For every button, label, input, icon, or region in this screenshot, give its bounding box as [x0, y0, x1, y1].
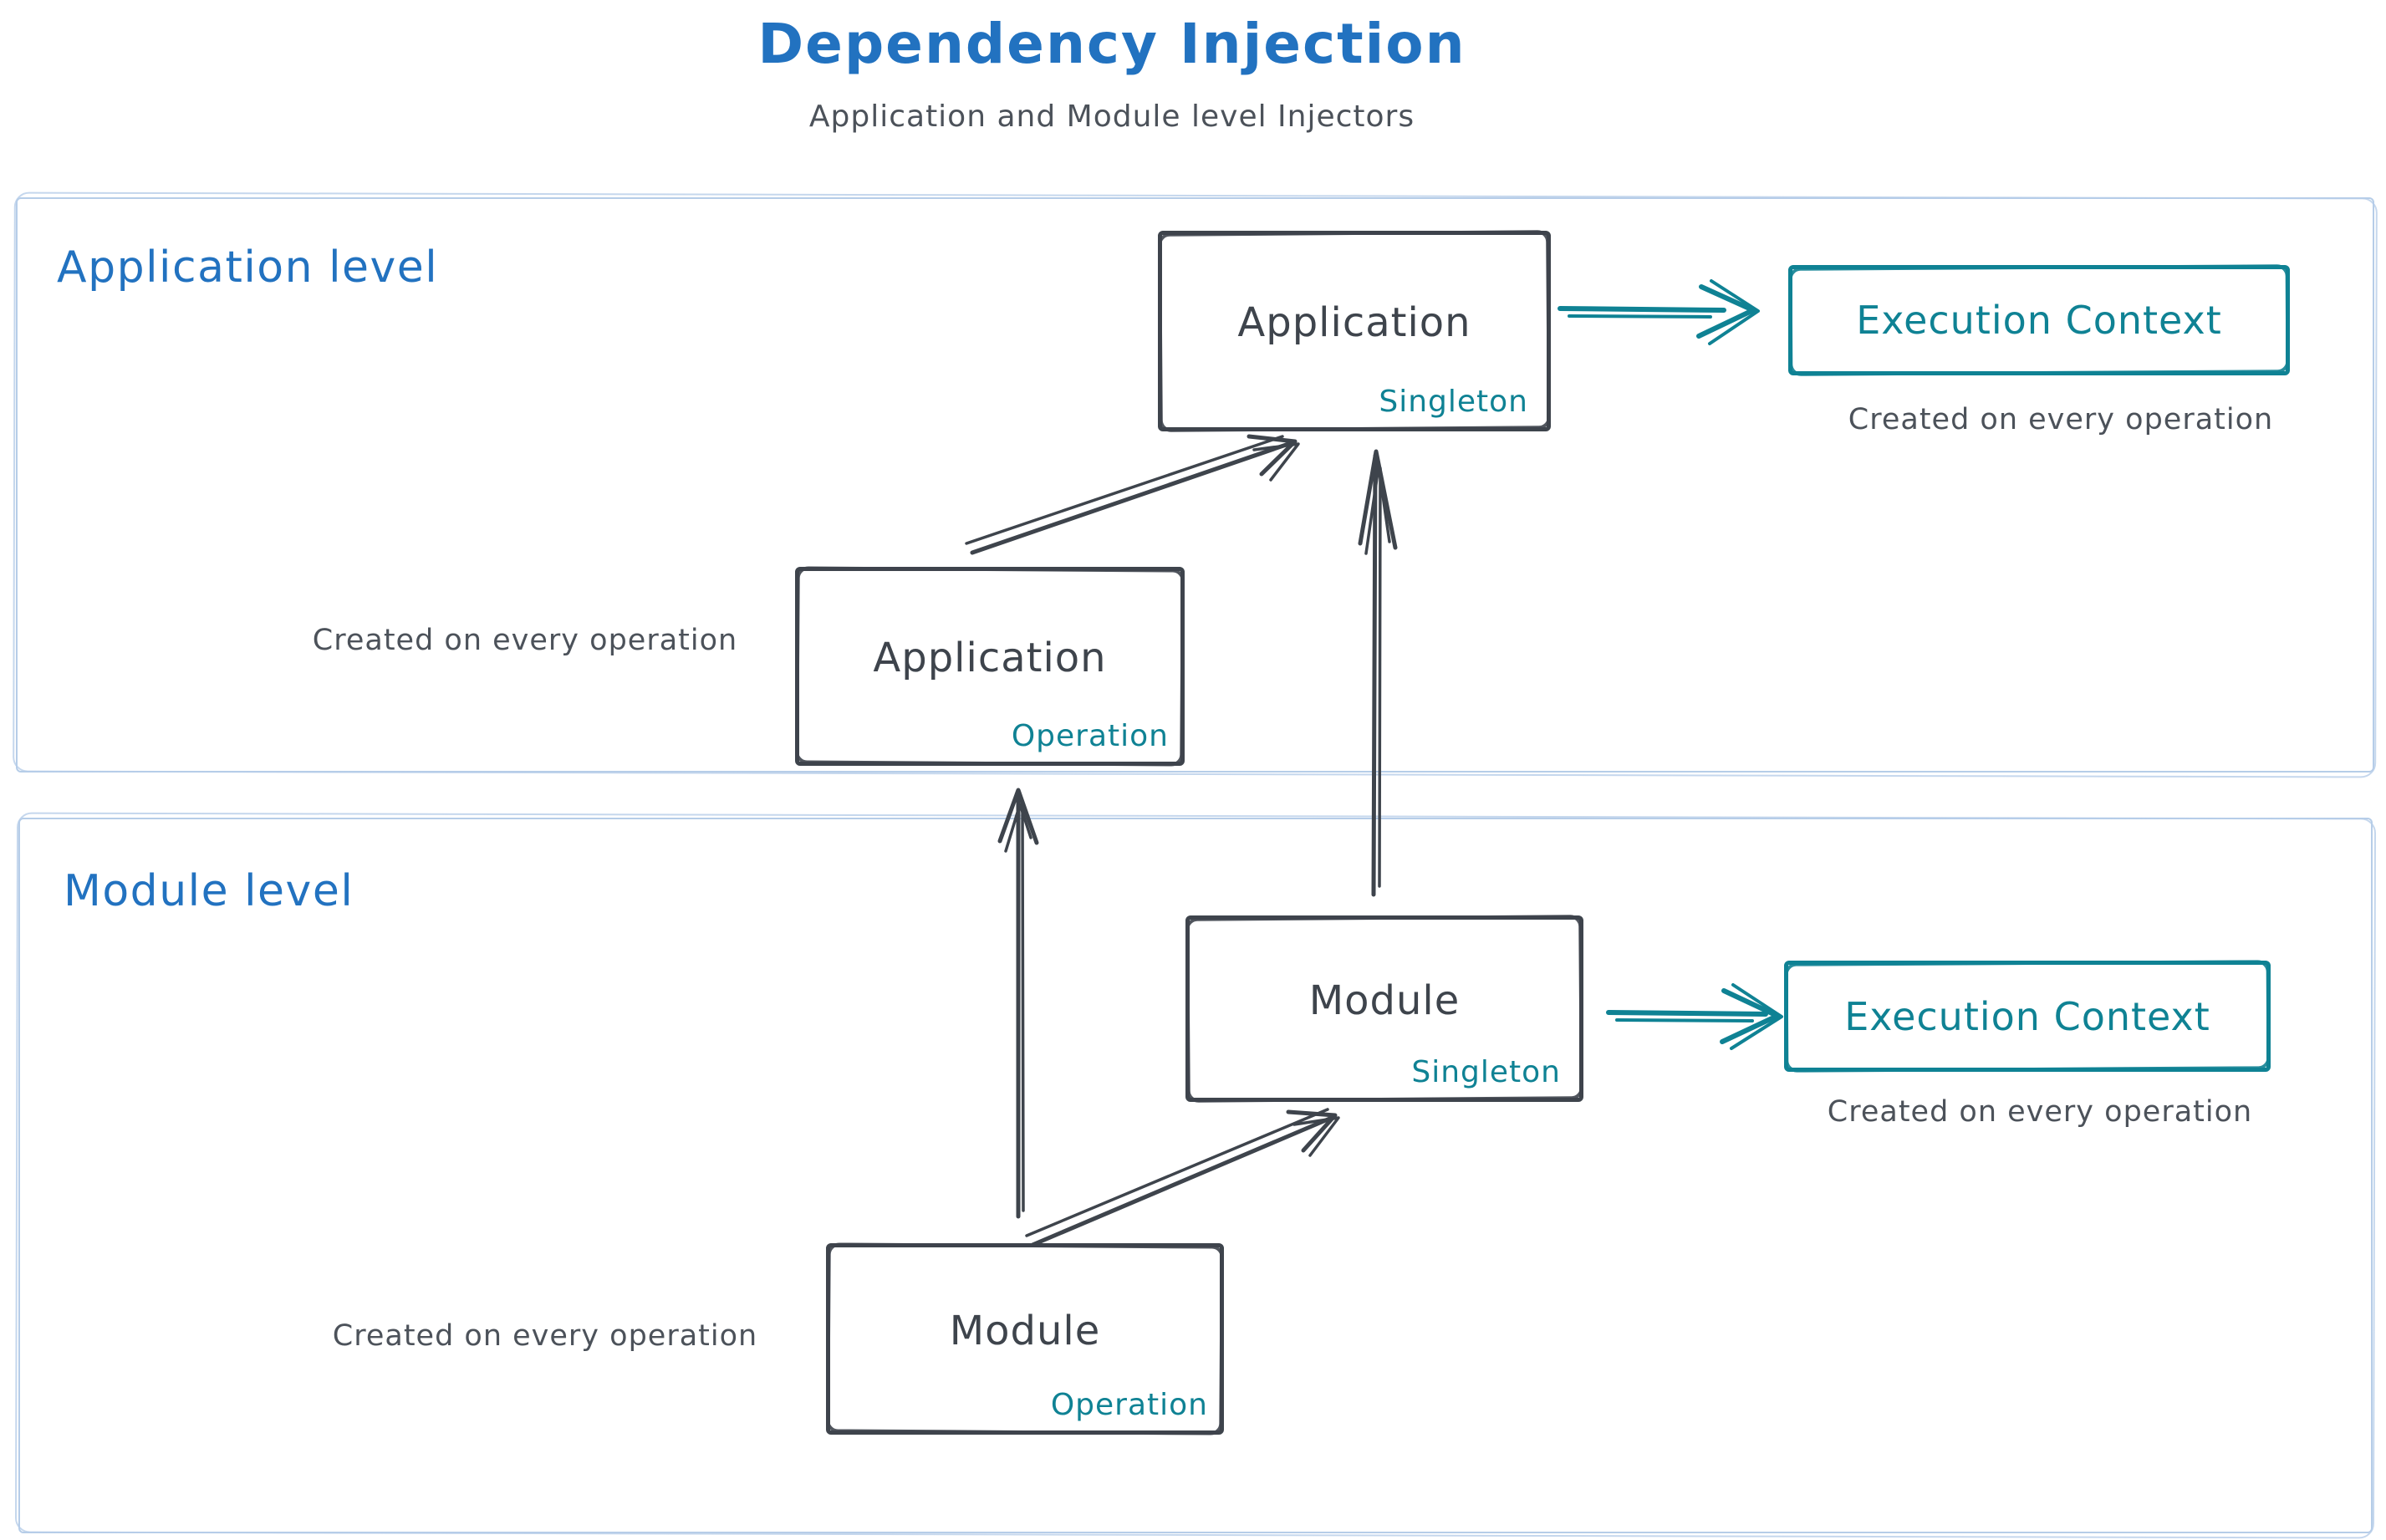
module-operation-tag: Operation: [1050, 1388, 1208, 1422]
application-operation-node: Application Operation: [795, 567, 1185, 766]
module-operation-caption: Created on every operation: [332, 1319, 758, 1353]
application-singleton-title: Application: [1237, 299, 1471, 346]
execution-context-node-application: Execution Context: [1788, 265, 2290, 375]
application-singleton-tag: Singleton: [1379, 385, 1528, 419]
module-singleton-tag: Singleton: [1411, 1055, 1561, 1089]
execution-context-node-module: Execution Context: [1784, 961, 2271, 1072]
module-operation-title: Module: [949, 1307, 1101, 1354]
module-singleton-title: Module: [1308, 977, 1461, 1024]
module-singleton-node: Module Singleton: [1185, 915, 1583, 1102]
application-singleton-node: Application Singleton: [1158, 231, 1551, 431]
module-level-label: Module level: [64, 866, 354, 916]
application-operation-caption: Created on every operation: [312, 624, 738, 657]
module-level-frame: [18, 818, 2373, 1533]
diagram-subtitle: Application and Module level Injectors: [808, 99, 1415, 134]
execution-context-title-application: Execution Context: [1856, 298, 2222, 343]
execution-context-caption-module: Created on every operation: [1827, 1095, 2253, 1129]
diagram-header: Dependency Injection Application and Mod…: [0, 12, 2224, 134]
application-level-frame: [16, 197, 2374, 773]
diagram-title: Dependency Injection: [757, 12, 1466, 76]
application-operation-tag: Operation: [1011, 719, 1169, 753]
application-level-label: Application level: [57, 242, 439, 293]
application-operation-title: Application: [873, 635, 1107, 681]
module-operation-node: Module Operation: [826, 1243, 1224, 1435]
execution-context-caption-application: Created on every operation: [1848, 403, 2274, 436]
execution-context-title-module: Execution Context: [1844, 993, 2210, 1039]
